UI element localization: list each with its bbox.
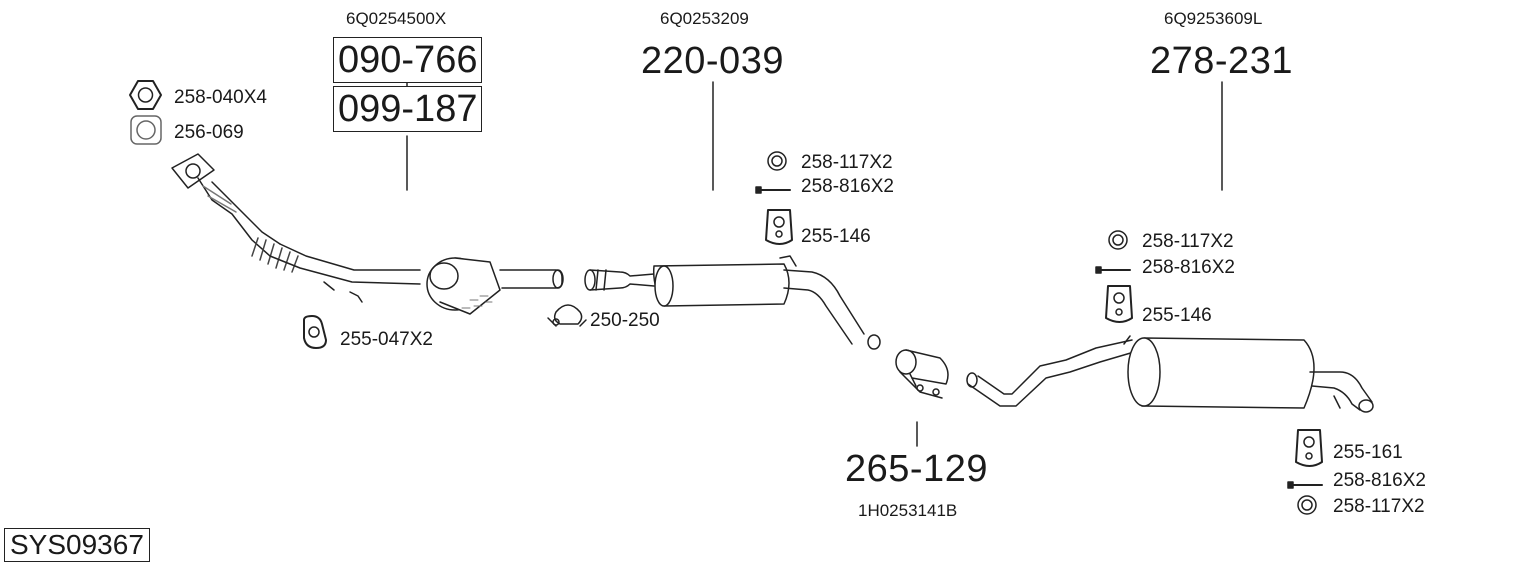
mid-hanger-icon: [765, 209, 793, 245]
connector-clamp-icon: [895, 349, 949, 399]
front-oem-number: 6Q0254500X: [346, 9, 447, 28]
mid-bolt-icon: [755, 186, 791, 194]
mid-bolt-label[interactable]: 258-816X2: [801, 176, 894, 197]
hex-nut-icon: [129, 80, 162, 110]
mid-hanger-label[interactable]: 255-146: [801, 226, 871, 247]
middle-oem-number: 6Q0253209: [660, 9, 749, 28]
clamp-icon: [547, 304, 587, 327]
front-hanger-icon: [303, 315, 327, 349]
gasket-label[interactable]: 256-069: [174, 122, 244, 143]
system-code-label: SYS09367: [4, 528, 150, 562]
tail-ring-label[interactable]: 258-117X2: [1333, 496, 1425, 517]
tail-bolt-icon: [1287, 481, 1323, 489]
connector-oem-number: 1H0253141B: [858, 501, 958, 520]
connector-part-number[interactable]: 265-129: [845, 448, 988, 490]
tail-hanger-label[interactable]: 255-161: [1333, 442, 1403, 463]
rear-ring-label[interactable]: 258-117X2: [1142, 231, 1234, 252]
rear-part-number[interactable]: 278-231: [1150, 40, 1293, 82]
mid-ring-label[interactable]: 258-117X2: [801, 152, 893, 173]
front-hanger-label[interactable]: 255-047X2: [340, 329, 433, 350]
rear-bolt-icon: [1095, 266, 1131, 274]
rear-oem-number: 6Q9253609L: [1164, 9, 1263, 28]
rear-ring-icon: [1108, 230, 1128, 250]
front-pipe-catalyst: [171, 153, 564, 315]
rear-bolt-label[interactable]: 258-816X2: [1142, 257, 1235, 278]
tail-bolt-label[interactable]: 258-816X2: [1333, 470, 1426, 491]
front-part-primary[interactable]: 090-766: [333, 37, 483, 83]
front-part-secondary[interactable]: 099-187: [333, 86, 483, 132]
clamp-label[interactable]: 250-250: [590, 310, 660, 331]
rear-hanger-label[interactable]: 255-146: [1142, 305, 1212, 326]
middle-part-number[interactable]: 220-039: [641, 40, 784, 82]
gasket-icon: [130, 115, 162, 145]
rear-hanger-icon: [1105, 285, 1133, 323]
rear-silencer: [966, 335, 1374, 413]
mid-ring-icon: [767, 151, 787, 171]
nut-label[interactable]: 258-040X4: [174, 87, 267, 108]
tail-hanger-icon: [1295, 429, 1323, 467]
middle-silencer: [584, 255, 881, 350]
tail-ring-icon: [1297, 495, 1317, 515]
